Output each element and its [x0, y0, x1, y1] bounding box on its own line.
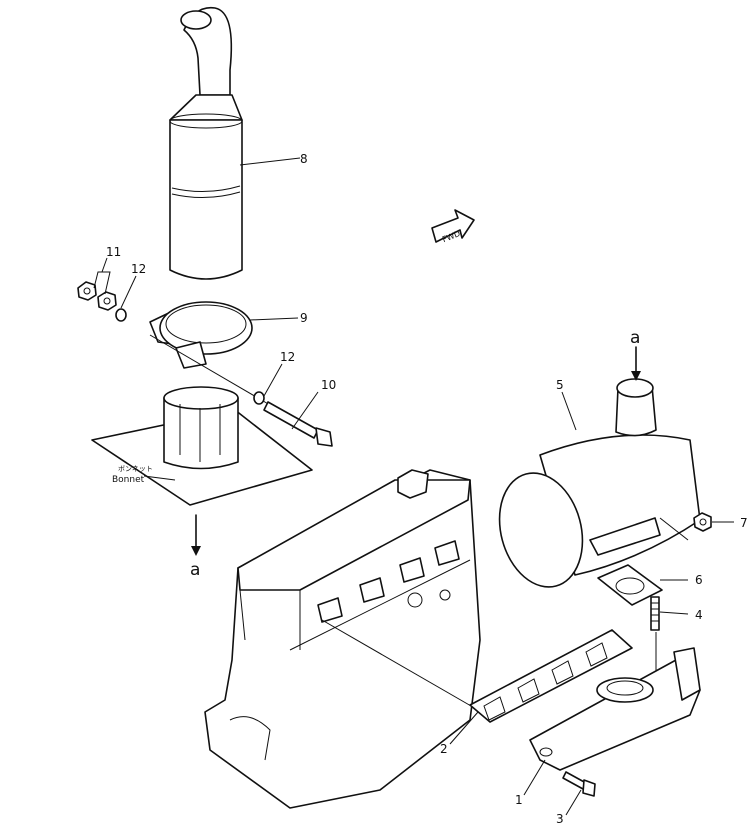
callout-12-mid: 12	[280, 350, 295, 364]
muffler	[498, 378, 701, 588]
callout-4: 4	[695, 608, 703, 622]
leader-lines	[93, 157, 734, 816]
callout-7: 7	[740, 516, 748, 530]
exhaust-manifold	[529, 647, 701, 771]
muffler-nut	[693, 512, 712, 532]
callout-2: 2	[440, 742, 448, 756]
arrow-a-bottom-head	[191, 546, 201, 556]
callout-1: 1	[515, 793, 523, 807]
callout-12-top: 12	[131, 262, 146, 276]
engine-block	[204, 469, 481, 809]
exhaust-clamp	[149, 301, 253, 369]
bonnet-label-jp: ボンネット	[118, 465, 153, 473]
manifold-bolt	[562, 771, 596, 797]
stud	[650, 596, 660, 631]
callout-10: 10	[321, 378, 336, 392]
marker-a-top: a	[630, 328, 640, 348]
callout-11: 11	[106, 245, 121, 259]
bonnet-label-en: Bonnet	[112, 475, 145, 485]
callout-3: 3	[556, 812, 564, 826]
callout-8: 8	[300, 152, 308, 166]
exhaust-stack-pipe	[169, 6, 243, 280]
bolt-axis-line	[149, 334, 271, 406]
muffler-gasket	[597, 564, 663, 606]
clamp-bolt	[263, 401, 333, 447]
washers	[115, 308, 265, 405]
manifold-alignment-line	[321, 619, 479, 711]
callout-9: 9	[300, 311, 308, 325]
nuts	[77, 281, 117, 311]
callout-6: 6	[695, 573, 703, 587]
callout-5: 5	[556, 378, 564, 392]
manifold-gasket	[469, 629, 633, 723]
bonnet-plate	[91, 386, 313, 506]
fwd-direction-marker	[431, 209, 475, 243]
marker-a-bottom: a	[190, 560, 200, 580]
arrow-a-top-head	[631, 371, 641, 381]
